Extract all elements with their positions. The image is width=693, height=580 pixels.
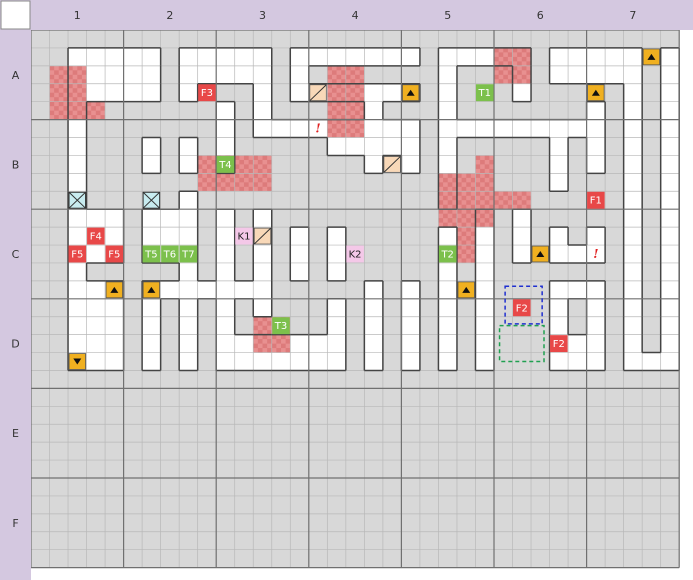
marker-f5: F5	[68, 245, 87, 263]
svg-text:T2: T2	[440, 250, 453, 261]
marker-t6: T6	[161, 245, 179, 263]
marker-f1: F1	[587, 191, 605, 209]
row-label: C	[12, 248, 20, 261]
pit-tile	[142, 191, 161, 209]
svg-text:F5: F5	[108, 250, 120, 261]
door-tile	[253, 227, 272, 245]
door-tile	[309, 84, 327, 102]
row-label: F	[12, 517, 18, 530]
blue-dashed-region	[504, 285, 543, 325]
marker-t7: T7	[179, 245, 198, 263]
marker-t2: T2	[438, 245, 457, 263]
column-header-bar	[0, 0, 693, 30]
stairs-up-icon	[457, 281, 475, 299]
row-label: B	[12, 158, 20, 171]
svg-text:F3: F3	[201, 88, 213, 99]
marker-f3: F3	[198, 84, 216, 102]
marker-f4: F4	[87, 227, 105, 245]
marker-t3: T3	[272, 317, 290, 335]
row-label: D	[11, 338, 19, 351]
svg-text:K2: K2	[349, 250, 362, 261]
marker-t5: T5	[142, 245, 161, 263]
marker-k1: K1	[235, 227, 253, 245]
marker-f5: F5	[105, 245, 124, 263]
marker-k2: K2	[346, 245, 364, 263]
stairs-down-icon	[68, 353, 86, 370]
wall-layer	[67, 47, 680, 372]
marker-t4: T4	[216, 155, 235, 173]
stairs-up-icon	[401, 84, 420, 102]
stairs-up-icon	[105, 281, 124, 299]
marker-t1: T1	[475, 84, 494, 102]
event-marker: !	[315, 122, 320, 136]
column-label: 7	[629, 9, 636, 22]
marker-f2: F2	[513, 299, 531, 317]
stairs-up-icon	[642, 48, 661, 66]
column-label: 3	[259, 9, 266, 22]
svg-text:F2: F2	[516, 303, 528, 314]
corner-cell	[0, 0, 31, 30]
column-label: 6	[537, 9, 544, 22]
stairs-up-icon	[142, 281, 161, 299]
svg-text:K1: K1	[238, 232, 251, 243]
door-tile	[383, 156, 401, 173]
svg-text:T6: T6	[163, 250, 176, 261]
event-marker: !	[593, 247, 598, 261]
marker-f2: F2	[550, 335, 568, 353]
svg-text:T7: T7	[181, 250, 194, 261]
svg-text:F2: F2	[553, 339, 565, 350]
svg-text:T5: T5	[144, 250, 157, 261]
stairs-up-icon	[531, 245, 549, 263]
stairs-up-icon	[587, 84, 605, 102]
svg-text:T1: T1	[477, 88, 490, 99]
svg-text:F1: F1	[590, 196, 602, 207]
column-label: 2	[166, 9, 173, 22]
svg-text:T3: T3	[274, 321, 287, 332]
column-label: 5	[444, 9, 451, 22]
svg-text:F4: F4	[90, 232, 102, 243]
special-tiles-layer	[68, 84, 545, 363]
row-header-bar	[0, 0, 31, 580]
damage-zone	[49, 101, 106, 120]
column-label: 4	[352, 9, 359, 22]
svg-text:F5: F5	[71, 250, 83, 261]
svg-text:T4: T4	[218, 160, 231, 171]
green-dashed-region	[498, 324, 545, 363]
column-label: 1	[74, 9, 81, 22]
row-label: A	[12, 69, 20, 82]
row-label: E	[12, 427, 19, 440]
pit-tile	[68, 191, 87, 209]
damage-zone	[438, 173, 494, 228]
